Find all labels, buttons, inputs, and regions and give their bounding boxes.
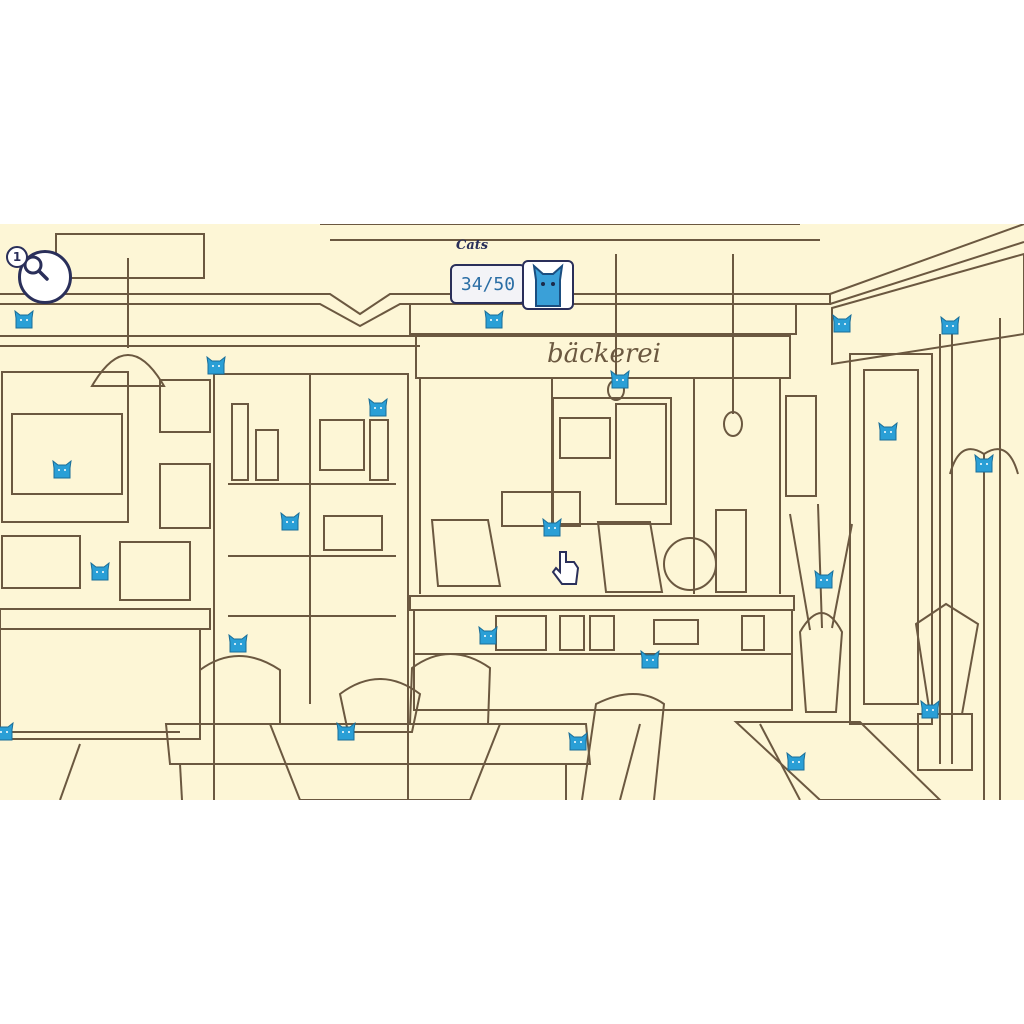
hint-count-badge: 1 (6, 246, 28, 268)
found-cat-marker (206, 356, 226, 375)
found-cat-marker (878, 422, 898, 441)
found-cat-marker (610, 370, 630, 389)
found-cat-marker (920, 700, 940, 719)
counter-value: 34/50 (450, 264, 526, 304)
found-cat-marker (478, 626, 498, 645)
pointer-hand-icon (551, 551, 580, 585)
found-cat-marker (786, 752, 806, 771)
game-scene[interactable]: bäckerei 1 Cats 34/50 (0, 224, 1024, 800)
counter-label: Cats (456, 238, 489, 253)
found-cat-marker (90, 562, 110, 581)
found-cat-marker (228, 634, 248, 653)
magnifier-icon (23, 255, 49, 281)
found-cat-marker (368, 398, 388, 417)
bakery-illustration[interactable]: bäckerei (0, 224, 1024, 800)
found-cat-marker (52, 460, 72, 479)
found-cat-marker (832, 314, 852, 333)
found-cat-marker (814, 570, 834, 589)
found-cat-marker (940, 316, 960, 335)
found-cats (0, 310, 994, 771)
found-cat-marker (14, 310, 34, 329)
cat-icon (522, 260, 574, 310)
found-cat-marker (280, 512, 300, 531)
found-cat-marker (0, 722, 14, 741)
found-cat-marker (568, 732, 588, 751)
shop-sign: bäckerei (547, 339, 661, 369)
found-cat-marker (484, 310, 504, 329)
